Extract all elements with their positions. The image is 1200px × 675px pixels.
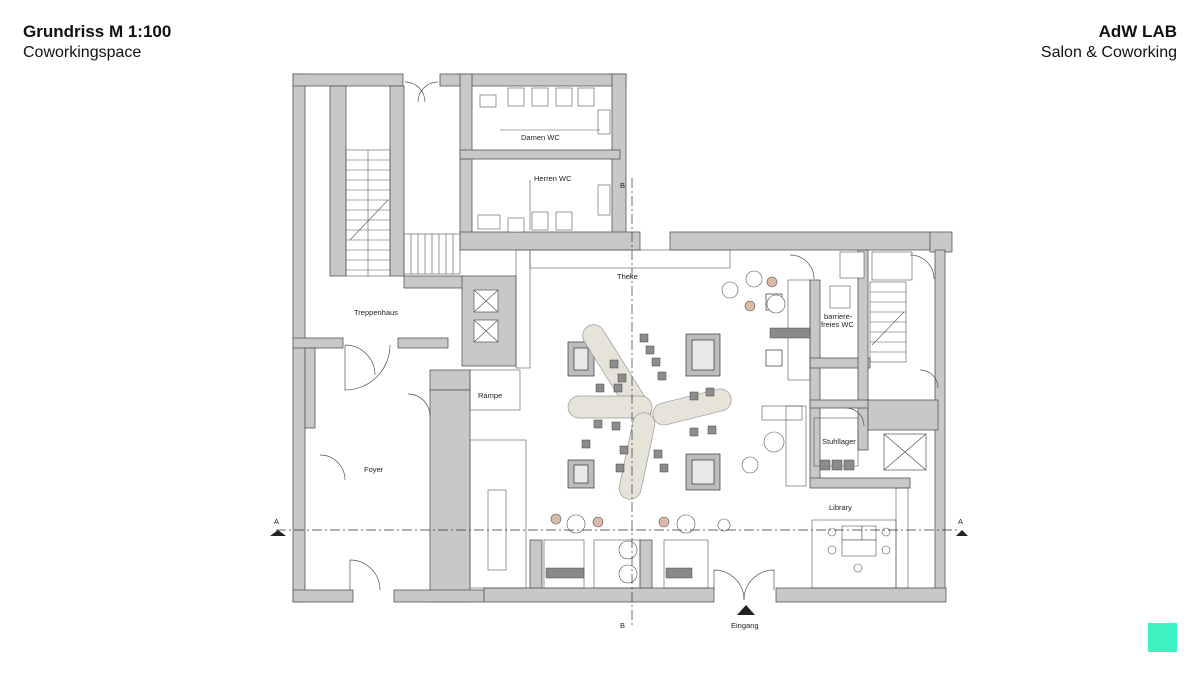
label-stuhllager: Stuhllager <box>822 437 856 446</box>
central-table <box>567 324 732 500</box>
label-foyer: Foyer <box>364 465 384 474</box>
elevators <box>473 289 927 471</box>
header-right: AdW LAB Salon & Coworking <box>1041 22 1177 64</box>
section-b-top: B <box>620 181 625 190</box>
label-herren-wc: Herren WC <box>534 174 572 183</box>
label-damen-wc: Damen WC <box>521 133 560 142</box>
header-left: Grundriss M 1:100 Coworkingspace <box>23 22 171 64</box>
doors <box>319 81 939 601</box>
label-barrierefreies-wc-1: barriere- <box>824 312 853 321</box>
plan-title: Grundriss M 1:100 <box>23 22 172 41</box>
wc-fixtures <box>477 87 865 309</box>
library-furniture <box>827 525 891 573</box>
counters <box>469 249 909 589</box>
label-eingang: Eingang <box>731 621 759 630</box>
label-rampe: Rampe <box>478 391 502 400</box>
room-labels: Damen WC Herren WC Theke barriere- freie… <box>354 133 856 630</box>
section-lines <box>276 178 960 628</box>
plants <box>545 327 811 579</box>
brand-name: AdW LAB <box>1098 22 1177 41</box>
label-library: Library <box>829 503 852 512</box>
stairs-left <box>345 149 461 277</box>
label-treppenhaus: Treppenhaus <box>354 308 398 317</box>
round-tables <box>550 270 786 584</box>
chairs <box>581 333 855 473</box>
brand-accent-square <box>1148 623 1177 652</box>
label-barrierefreies-wc-2: freies WC <box>821 320 855 329</box>
stairs-right <box>869 251 913 363</box>
walls <box>292 73 953 603</box>
label-theke: Theke <box>617 272 638 281</box>
entrance-arrow-icon <box>737 605 755 615</box>
section-a-right: A <box>958 517 963 526</box>
plan-subtitle: Coworkingspace <box>23 44 142 61</box>
section-b-bottom: B <box>620 621 625 630</box>
section-markers: A A B B <box>270 181 968 630</box>
brand-subtitle: Salon & Coworking <box>1040 44 1177 61</box>
section-a-left: A <box>274 517 279 526</box>
